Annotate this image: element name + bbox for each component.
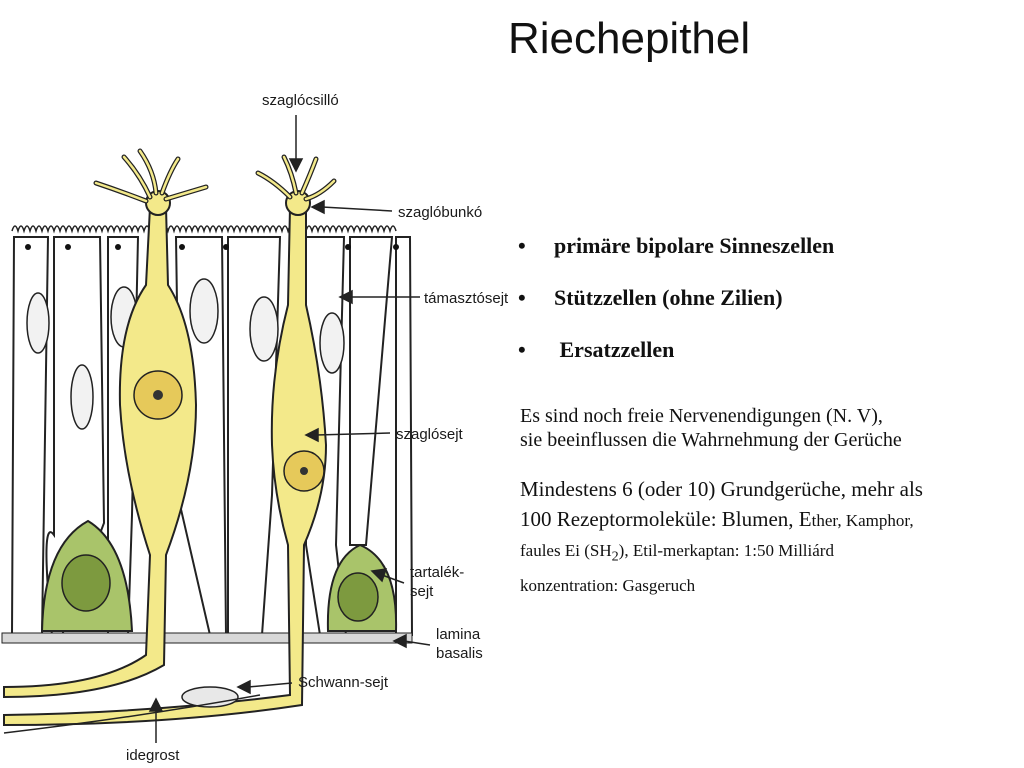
bullet-text: primäre bipolare Sinneszellen xyxy=(554,233,835,258)
label-szaglocsillo: szaglócsilló xyxy=(262,92,339,109)
nucleus xyxy=(70,364,94,430)
nucleus xyxy=(26,292,50,354)
supporting-nuclei xyxy=(26,278,345,430)
nucleus xyxy=(319,312,345,374)
label-tamasztosejt: támasztósejt xyxy=(424,290,509,307)
receptor-cell-left xyxy=(3,206,198,699)
nucleus xyxy=(249,296,279,362)
bullet-text: Stützzellen (ohne Zilien) xyxy=(554,285,783,310)
label-tartalek-line2: sejt xyxy=(410,583,434,600)
label-szaglosejt: szaglósejt xyxy=(396,426,464,443)
para2-line: 100 Rezeptormoleküle: Blumen, Ether, Kam… xyxy=(520,507,914,531)
nucleolus xyxy=(300,467,308,475)
microvilli-surface xyxy=(11,225,397,234)
bullet-text: Ersatzzellen xyxy=(554,337,675,362)
para2-line: faules Ei (SH2), Etil-merkaptan: 1:50 Mi… xyxy=(520,541,834,565)
receptor-cell-right xyxy=(3,206,328,727)
para2-line: Mindestens 6 (oder 10) Grundgerüche, meh… xyxy=(520,477,923,501)
bullet-list: • primäre bipolare Sinneszellen • Stützzel… xyxy=(518,228,834,384)
lamina-basalis xyxy=(1,632,413,644)
nucleolus xyxy=(153,390,163,400)
reserve-nucleus xyxy=(61,554,111,612)
paragraph-basic-odors: Mindestens 6 (oder 10) Grundgerüche, meh… xyxy=(520,474,1016,601)
label-schwann-sejt: Schwann-sejt xyxy=(298,674,389,691)
para1-line: Es sind noch freie Nervenendigungen (N. … xyxy=(520,405,883,427)
olfactory-cilia-inner xyxy=(94,149,336,203)
label-idegrost: idegrost xyxy=(126,747,180,764)
bullet-dot: • xyxy=(518,337,526,362)
label-pointers xyxy=(148,115,431,743)
bullet-dot: • xyxy=(518,233,526,258)
olfactory-receptor-cells xyxy=(3,206,328,727)
supporting-cell xyxy=(349,236,394,546)
paragraph-nerve-endings: Es sind noch freie Nervenendigungen (N. … xyxy=(520,404,1010,452)
para2-line: konzentration: Gasgeruch xyxy=(520,576,696,596)
label-lamina-line2: basalis xyxy=(436,645,483,662)
bullet-item: • primäre bipolare Sinneszellen xyxy=(518,228,834,280)
bullet-item: • Ersatzzellen xyxy=(518,332,834,384)
para1-line: sie beeinflussen die Wahrnehmung der Ger… xyxy=(520,429,902,451)
bullet-item: • Stützzellen (ohne Zilien) xyxy=(518,280,834,332)
nucleus xyxy=(189,278,219,344)
bullet-dot: • xyxy=(518,285,526,310)
label-szaglobunko: szaglóbunkó xyxy=(398,204,482,221)
reserve-nucleus xyxy=(337,572,379,622)
page-title: Riechepithel xyxy=(508,14,751,63)
label-tartalek-line1: tartalék- xyxy=(410,564,464,581)
nerve-fiber-bundle xyxy=(3,694,261,734)
olfactory-epithelium-diagram: szaglócsilló szaglóbunkó támasztósejt sz… xyxy=(1,92,509,764)
label-lamina-line1: lamina xyxy=(436,626,481,643)
